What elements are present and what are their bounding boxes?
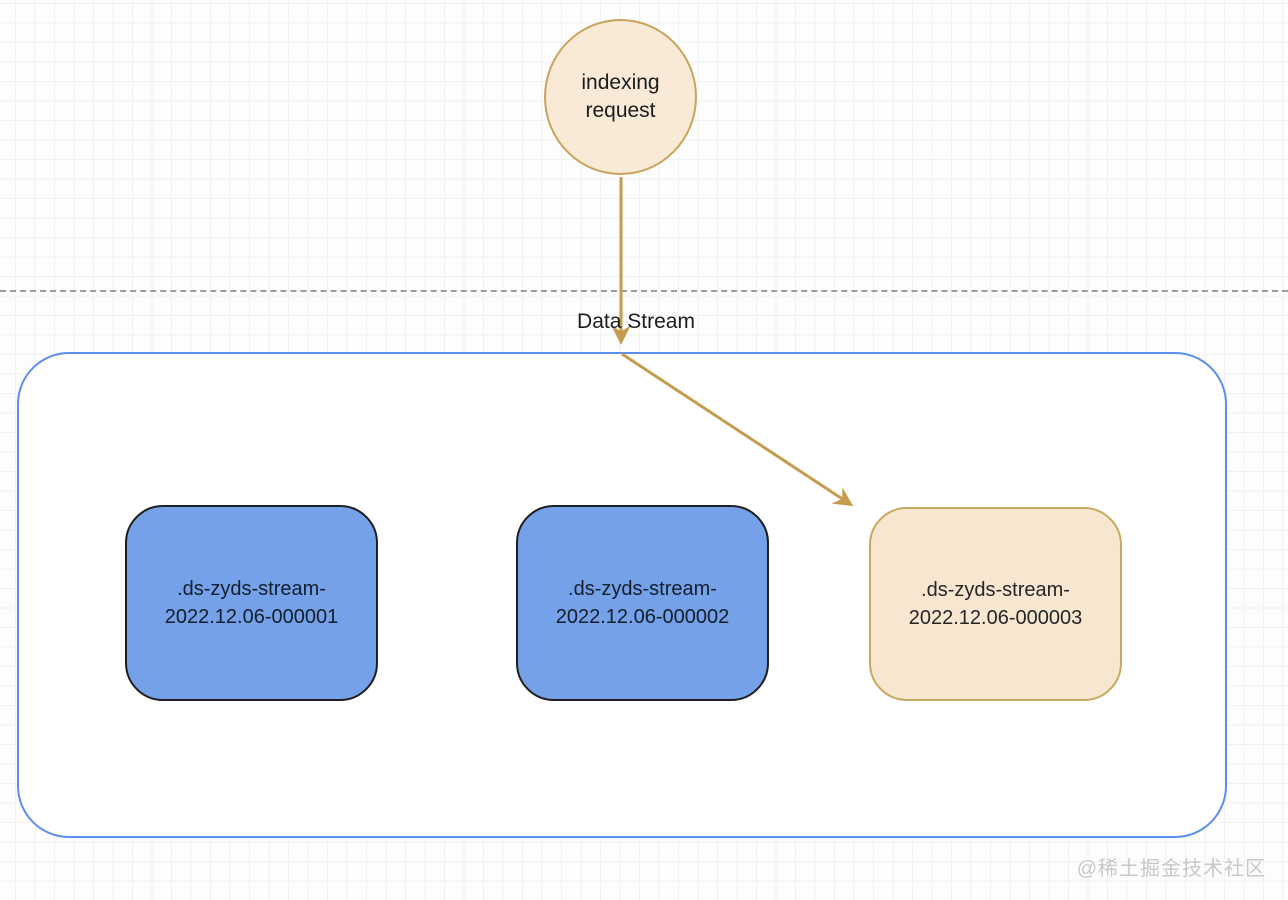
backing-index-label-3: .ds-zyds-stream-2022.12.06-000003 <box>908 579 1083 629</box>
backing-index-label-1: .ds-zyds-stream-2022.12.06-000001 <box>164 578 339 628</box>
backing-index-label-2: .ds-zyds-stream-2022.12.06-000002 <box>555 578 730 628</box>
data-stream-label: Data Stream <box>577 310 695 333</box>
section-divider-dashed-line <box>0 290 1288 292</box>
indexing-request-label: indexing request <box>581 70 660 122</box>
backing-index-node-1: .ds-zyds-stream-2022.12.06-000001 <box>125 505 378 701</box>
backing-index-node-2: .ds-zyds-stream-2022.12.06-000002 <box>516 505 769 701</box>
indexing-request-node: indexing request <box>544 19 697 175</box>
juejin-watermark: @稀土掘金技术社区 <box>1076 858 1266 880</box>
backing-index-node-3-write-index: .ds-zyds-stream-2022.12.06-000003 <box>869 507 1122 701</box>
